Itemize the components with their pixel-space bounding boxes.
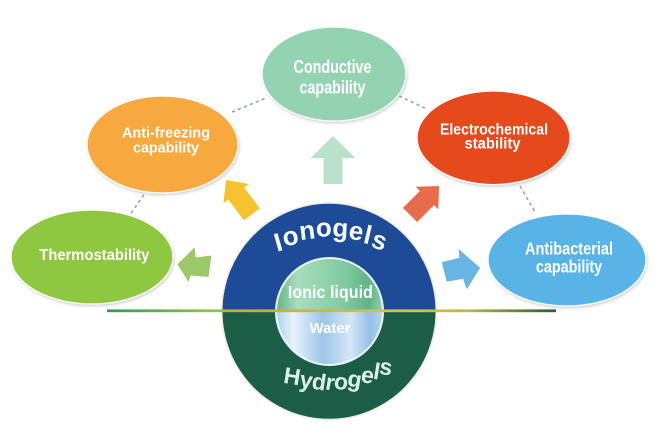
svg-text:d: d [310,368,328,396]
svg-text:s: s [378,353,395,381]
svg-text:Electrochemical: Electrochemical [440,122,548,139]
svg-text:o: o [279,220,301,253]
svg-text:e: e [347,215,366,247]
svg-text:stability: stability [465,136,521,153]
svg-text:r: r [324,369,337,396]
svg-text:l: l [372,358,382,385]
svg-text:y: y [298,366,315,394]
svg-text:Conductive: Conductive [294,57,372,77]
svg-text:Water: Water [309,320,350,337]
svg-text:capability: capability [300,78,366,98]
svg-text:Thermostability: Thermostability [39,247,149,264]
svg-text:capability: capability [133,140,200,157]
svg-text:capability: capability [536,257,603,277]
svg-text:H: H [282,362,302,390]
svg-text:o: o [332,367,350,395]
svg-text:Antibacterial: Antibacterial [525,239,613,259]
svg-text:Anti-freezing: Anti-freezing [122,125,210,142]
svg-text:Ionic liquid: Ionic liquid [288,282,373,302]
svg-text:e: e [359,361,376,389]
svg-text:n: n [297,214,316,246]
svg-text:g: g [332,212,349,243]
svg-text:o: o [315,212,332,243]
svg-text:g: g [346,365,364,393]
